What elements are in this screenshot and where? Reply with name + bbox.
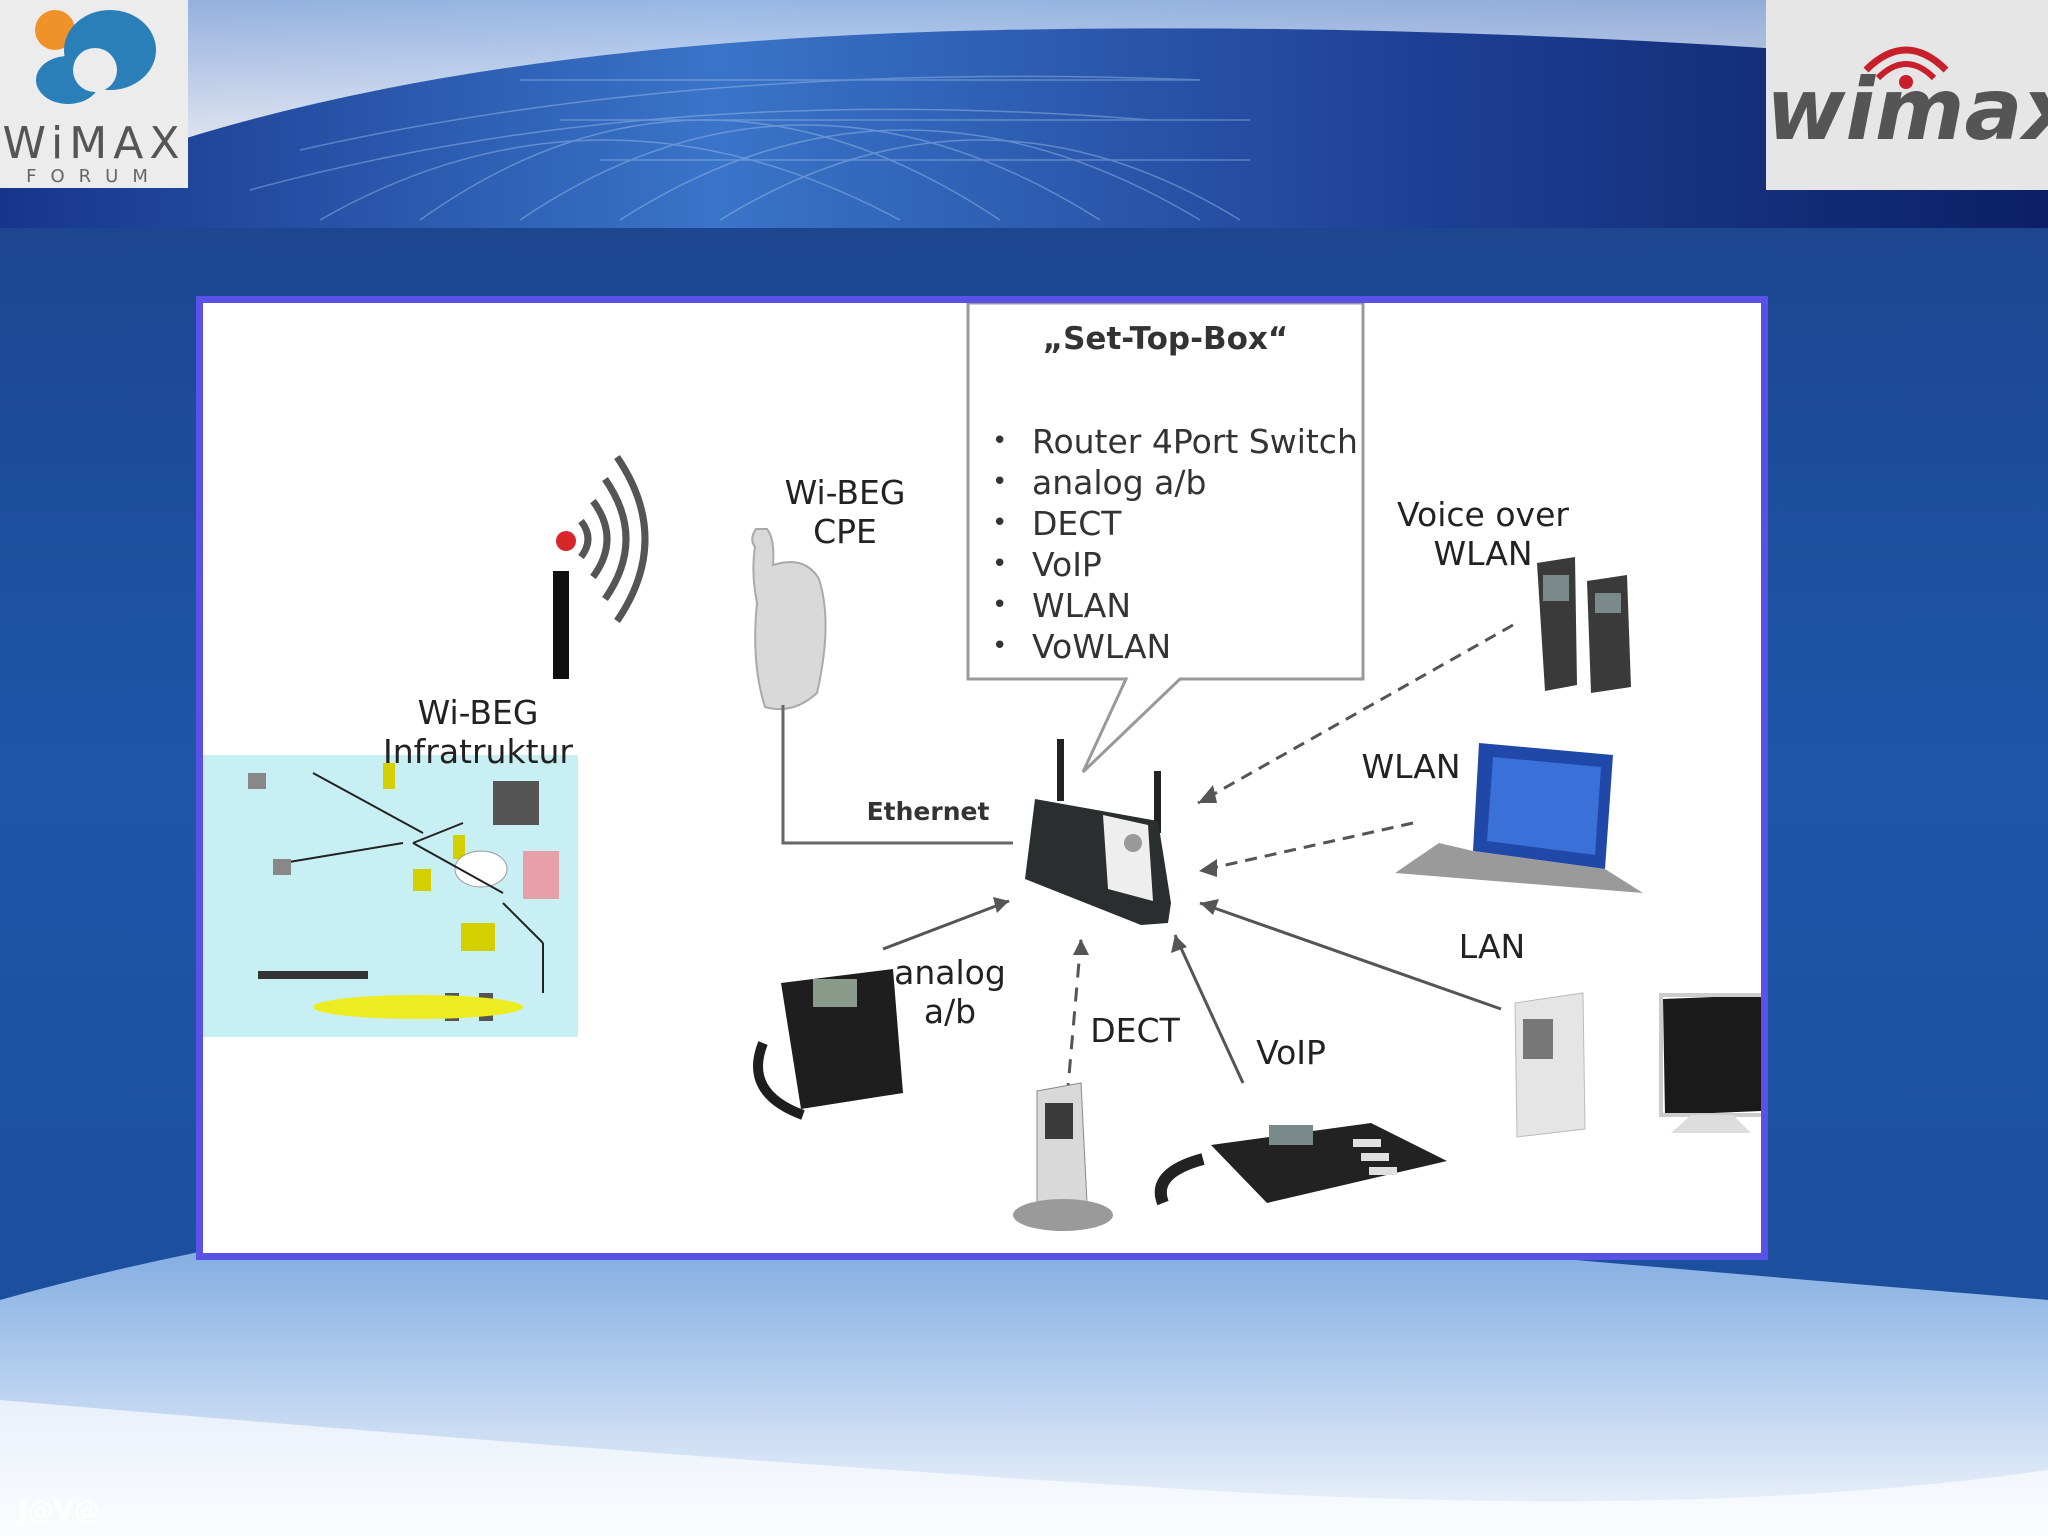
feature-item: DECT	[992, 503, 1358, 544]
set-top-box-box: „Set-Top-Box“ Router 4Port Switch analog…	[968, 303, 1363, 679]
cpe-device-icon	[751, 528, 827, 711]
voice-over-wlan-line1: Voice over	[1397, 495, 1569, 534]
infrastructure-label-line1: Wi-BEG	[417, 693, 539, 732]
lan-label: LAN	[1458, 927, 1526, 966]
wlan-label: WLAN	[1361, 747, 1461, 786]
wimax-logo-text: wimax	[1766, 60, 2048, 160]
analog-label-line2: a/b	[923, 992, 977, 1031]
wimax-forum-emblem	[35, 10, 156, 104]
set-top-box-title: „Set-Top-Box“	[1042, 321, 1289, 357]
dect-label: DECT	[1090, 1011, 1180, 1050]
antenna-icon	[553, 455, 649, 679]
wimax-forum-logo-text: WiMAX	[2, 118, 186, 169]
arrow-heads	[993, 785, 1219, 955]
ethernet-label: Ethernet	[866, 797, 990, 826]
voice-over-wlan-label: Voice over WLAN	[1378, 495, 1588, 573]
voip-phone-icon	[1154, 1123, 1447, 1206]
feature-item: analog a/b	[992, 462, 1358, 503]
infrastructure-label-line2: Infratruktur	[382, 732, 573, 771]
cpe-label-line2: CPE	[813, 512, 877, 551]
cpe-label-line1: Wi-BEG	[784, 473, 906, 512]
feature-item: VoWLAN	[992, 626, 1358, 667]
wimax-logo: wimax	[1766, 0, 2048, 190]
laptop-icon	[1395, 743, 1643, 893]
analog-phone-icon	[753, 969, 903, 1120]
analog-label-line1: analog	[894, 953, 1006, 992]
infrastructure-label: Wi-BEG Infratruktur	[363, 693, 593, 771]
infrastructure-network-image	[203, 755, 578, 1037]
wifi-phone-icons	[1537, 557, 1631, 693]
footer-author: J@V@	[18, 1496, 100, 1526]
wimax-signal-icon	[1863, 46, 1949, 89]
diagram-art	[203, 303, 1761, 1231]
wimax-forum-logo: WiMAX FORUM	[0, 0, 188, 188]
ethernet-line	[781, 705, 1013, 845]
feature-item: WLAN	[992, 585, 1358, 626]
feature-item: Router 4Port Switch	[992, 421, 1358, 462]
wimax-forum-logo-subtext: FORUM	[26, 166, 162, 187]
diagram-panel: „Set-Top-Box“ Router 4Port Switch analog…	[196, 296, 1768, 1260]
router-icon	[1025, 739, 1171, 925]
analog-label: analog a/b	[890, 953, 1010, 1031]
cpe-label: Wi-BEG CPE	[775, 473, 915, 551]
set-top-box-feature-list: Router 4Port Switch analog a/b DECT VoIP…	[992, 421, 1358, 667]
feature-item: VoIP	[992, 544, 1358, 585]
voice-over-wlan-line2: WLAN	[1433, 534, 1533, 573]
desktop-computer-icon	[1514, 992, 1761, 1138]
voip-label: VoIP	[1256, 1033, 1326, 1072]
dect-phone-icon	[1013, 1082, 1113, 1231]
